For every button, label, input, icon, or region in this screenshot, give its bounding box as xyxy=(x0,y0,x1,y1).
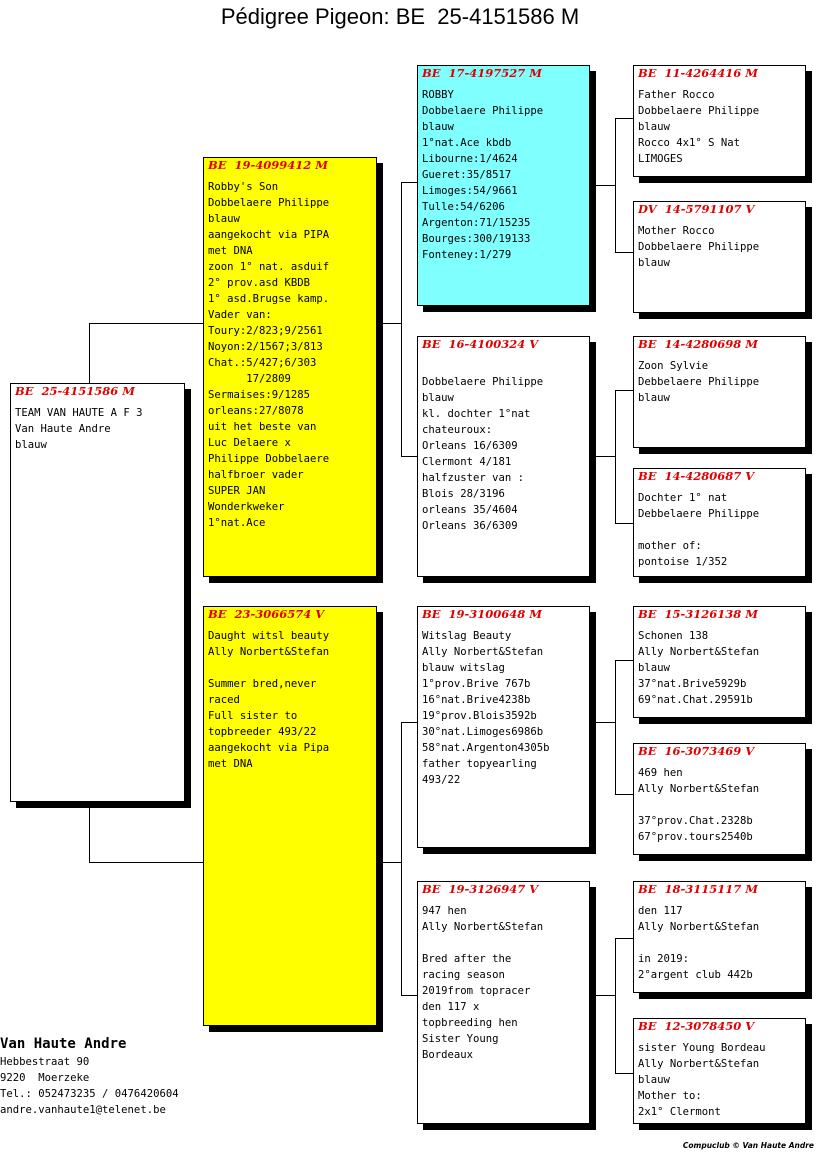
pigeon-card-dam[interactable]: BE 23-3066574 V Daught witsl beauty Ally… xyxy=(203,606,377,1026)
owner-block: Van Haute Andre Hebbestraat 90 9220 Moer… xyxy=(0,1034,179,1118)
pigeon-details: Mother Rocco Dobbelaere Philippe blauw xyxy=(638,225,760,269)
ring-number: BE 17-4197527 M xyxy=(422,66,543,80)
ring-number: BE 16-3073469 V xyxy=(638,744,755,758)
pigeon-details: Dochter 1° nat Debbelaere Philippe mothe… xyxy=(638,492,760,568)
ring-number: BE 18-3115117 M xyxy=(638,882,759,896)
ring-number: BE 19-3126947 V xyxy=(422,882,539,896)
pigeon-card-ggp-4[interactable]: BE 14-4280687 V Dochter 1° nat Debbelaer… xyxy=(633,468,806,577)
ring-number: BE 16-4100324 V xyxy=(422,337,539,351)
pigeon-details: TEAM VAN HAUTE A F 3 Van Haute Andre bla… xyxy=(15,407,143,451)
ring-number: BE 15-3126138 M xyxy=(638,607,759,621)
ring-number: BE 12-3078450 V xyxy=(638,1019,755,1033)
pigeon-details: Witslag Beauty Ally Norbert&Stefan blauw… xyxy=(422,630,550,786)
pigeon-details: 947 hen Ally Norbert&Stefan Bred after t… xyxy=(422,905,544,1061)
ring-number: DV 14-5791107 V xyxy=(638,202,755,216)
pigeon-card-subject[interactable]: BE 25-4151586 M TEAM VAN HAUTE A F 3 Van… xyxy=(10,383,185,802)
ring-number: BE 25-4151586 M xyxy=(15,384,136,398)
pigeon-details: ROBBY Dobbelaere Philippe blauw 1°nat.Ac… xyxy=(422,89,544,261)
pigeon-details: Father Rocco Dobbelaere Philippe blauw R… xyxy=(638,89,760,165)
ring-number: BE 14-4280698 M xyxy=(638,337,759,351)
ring-number: BE 14-4280687 V xyxy=(638,469,755,483)
pigeon-card-ggp-7[interactable]: BE 18-3115117 M den 117 Ally Norbert&Ste… xyxy=(633,881,806,993)
pigeon-card-ggp-6[interactable]: BE 16-3073469 V 469 hen Ally Norbert&Ste… xyxy=(633,743,806,855)
pigeon-details: den 117 Ally Norbert&Stefan in 2019: 2°a… xyxy=(638,905,760,981)
pigeon-card-sire[interactable]: BE 19-4099412 M Robby's Son Dobbelaere P… xyxy=(203,157,377,577)
pigeon-card-grandsire-paternal[interactable]: BE 17-4197527 M ROBBY Dobbelaere Philipp… xyxy=(417,65,590,306)
ring-number: BE 19-3100648 M xyxy=(422,607,543,621)
ring-number: BE 19-4099412 M xyxy=(208,158,329,172)
pigeon-card-ggp-2[interactable]: DV 14-5791107 V Mother Rocco Dobbelaere … xyxy=(633,201,806,313)
pigeon-card-granddam-maternal[interactable]: BE 19-3126947 V 947 hen Ally Norbert&Ste… xyxy=(417,881,590,1124)
ring-number: BE 23-3066574 V xyxy=(208,607,325,621)
pigeon-details: sister Young Bordeau Ally Norbert&Stefan… xyxy=(638,1042,766,1118)
pigeon-details: Daught witsl beauty Ally Norbert&Stefan … xyxy=(208,630,330,770)
software-credit: Compuclub © Van Haute Andre xyxy=(682,1141,814,1150)
pigeon-card-ggp-3[interactable]: BE 14-4280698 M Zoon Sylvie Debbelaere P… xyxy=(633,336,806,448)
pigeon-details: 469 hen Ally Norbert&Stefan 37°prov.Chat… xyxy=(638,767,760,843)
ring-number: BE 11-4264416 M xyxy=(638,66,759,80)
pigeon-card-grandsire-maternal[interactable]: BE 19-3100648 M Witslag Beauty Ally Norb… xyxy=(417,606,590,848)
page-title: Pédigree Pigeon: BE 25-4151586 M xyxy=(220,4,580,29)
pigeon-card-ggp-1[interactable]: BE 11-4264416 M Father Rocco Dobbelaere … xyxy=(633,65,806,177)
pigeon-card-granddam-paternal[interactable]: BE 16-4100324 V Dobbelaere Philippe blau… xyxy=(417,336,590,577)
pigeon-details: Robby's Son Dobbelaere Philippe blauw aa… xyxy=(208,181,330,529)
pigeon-details: Dobbelaere Philippe blauw kl. dochter 1°… xyxy=(422,376,544,532)
pigeon-details: Zoon Sylvie Debbelaere Philippe blauw xyxy=(638,360,760,404)
pigeon-card-ggp-8[interactable]: BE 12-3078450 V sister Young Bordeau All… xyxy=(633,1018,806,1124)
pigeon-card-ggp-5[interactable]: BE 15-3126138 M Schonen 138 Ally Norbert… xyxy=(633,606,806,718)
owner-name: Van Haute Andre xyxy=(0,1036,127,1052)
owner-contact: Hebbestraat 90 9220 Moerzeke Tel.: 05247… xyxy=(0,1056,179,1116)
pigeon-details: Schonen 138 Ally Norbert&Stefan blauw 37… xyxy=(638,630,760,706)
